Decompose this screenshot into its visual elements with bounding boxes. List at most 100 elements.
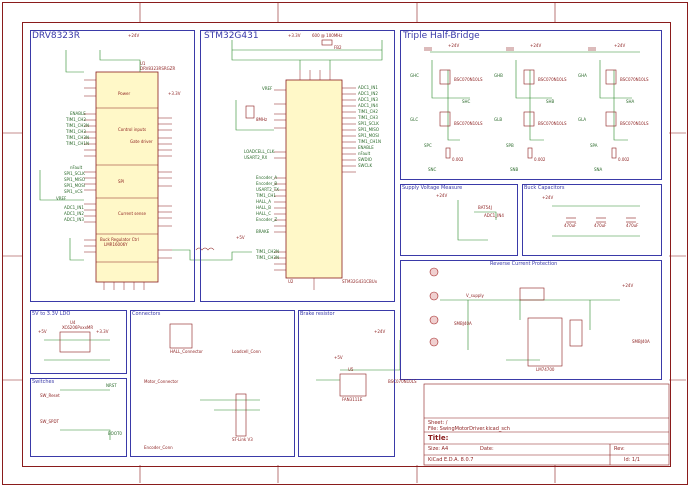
tb-rev: Rev:: [614, 446, 625, 452]
stm-net-enable: ENABLE: [358, 145, 374, 150]
stm32-ref: U2: [288, 279, 294, 284]
brake-resistor-block: [298, 310, 395, 457]
drv-spi: SPI: [118, 179, 125, 184]
ferrite-freq: 600 @ 100MHz: [312, 33, 343, 38]
fet-q4: BSC070N10LS: [454, 121, 483, 126]
drv-power: Power: [118, 91, 131, 96]
supply-24v-vmeas: +24V: [436, 193, 448, 198]
drv-buck: Buck Regulator Ctrl: [100, 237, 139, 242]
net-glb: GLB: [494, 117, 503, 122]
net-spc: SPC: [424, 143, 432, 148]
vmeas-zener: BAT54J: [478, 205, 492, 210]
vmeas-adc4: ADC1_IN4: [484, 213, 504, 218]
stm-net-hall-b: HALL_B: [256, 205, 271, 210]
switches-title: Switches: [32, 379, 55, 385]
net-ghc: GHC: [410, 73, 419, 78]
drv-ic-name: DRV8323RSRGZR: [140, 66, 176, 71]
switches-block: [30, 378, 127, 457]
fet-q3: BSC070N10LS: [620, 77, 649, 82]
drv-net-sclk: SPI1_SCLK: [64, 171, 85, 176]
net-shc: SHC: [462, 99, 471, 104]
stm-net-enc-b: Encoder_B: [256, 181, 278, 186]
tb-sheet: Sheet: /: [428, 420, 448, 426]
drv-net-ncs: SPI1_nCS: [64, 189, 83, 194]
fet-q6: BSC070N10LS: [620, 121, 649, 126]
drv-net-nfault: nFault: [70, 165, 83, 170]
supply-24v-brake: +24V: [374, 329, 386, 334]
shunt-a: 0.002: [618, 157, 630, 162]
drv-net-vref: VREF: [56, 196, 67, 201]
switch-nrst: NRST: [106, 383, 117, 388]
tb-title: Title:: [428, 434, 449, 442]
stm-net-mosi: SPI1_MOSI: [358, 133, 379, 138]
fet-q5: BSC070N10LS: [538, 121, 567, 126]
supply-24v-bridge-1: +24V: [448, 43, 460, 48]
conn-enc: Encoder_Conn: [144, 445, 173, 450]
supply-5v-drv: +5V: [236, 235, 245, 240]
connectors-block: [130, 310, 295, 457]
stm-net-hall-c: HALL_C: [256, 211, 271, 216]
stm-net-sclk: SPI1_SCLK: [358, 121, 379, 126]
drv8323-block: [30, 30, 195, 302]
vmeas-title: Supply Voltage Measure: [402, 185, 463, 191]
bridge-title: Triple Half-Bridge: [403, 31, 480, 41]
net-sha: SHA: [626, 99, 635, 104]
connectors-title: Connectors: [132, 311, 161, 317]
net-gha: GHA: [578, 73, 587, 78]
buckcap-c12: 470uF: [594, 223, 607, 228]
tb-id: Id: 1/1: [624, 457, 640, 463]
tb-date: Date:: [480, 446, 494, 452]
net-shb: SHB: [546, 99, 555, 104]
drv-sense: Current sense: [118, 211, 146, 216]
net-spb: SPB: [506, 143, 514, 148]
drv-net-adc1: ADC1_IN1: [64, 205, 84, 210]
stm-net-vref: VREF: [262, 86, 273, 91]
drv-gate: Gate driver: [130, 139, 153, 144]
stm-net-tim2: TIM1_CH3: [358, 115, 378, 120]
stm-net-swdio: SWDIO: [358, 157, 372, 162]
buckcap-c13: 470uF: [626, 223, 639, 228]
reverse-protection-block: [400, 260, 662, 380]
rcp-title: Reverse Current Protection: [490, 261, 558, 267]
drv-net-tim1n: TIM1_CH2N: [66, 123, 89, 128]
rcp-ic: LM74700: [536, 367, 555, 372]
stm-net-loadcell-clk: USART2_RX: [244, 155, 268, 160]
shunt-b: 0.002: [534, 157, 546, 162]
stm-net-loadcell-din: LOADCELL_CLK: [244, 149, 275, 154]
rcp-diode-r: SMBJ40A: [632, 339, 650, 344]
supply-33v-drv: +3.3V: [168, 91, 181, 96]
rcp-net: V_supply: [466, 293, 484, 298]
stm-net-miso: SPI1_MISO: [358, 127, 379, 132]
fet-q2: BSC070N10LS: [538, 77, 567, 82]
drv-net-tim1: TIM1_CH2: [66, 117, 86, 122]
switch-boot: BOOT0: [108, 431, 122, 436]
supply-24v-bridge-3: +24V: [614, 43, 626, 48]
half-bridge-block: [400, 30, 662, 180]
net-ghb: GHB: [494, 73, 503, 78]
stm-net-adc3: ADC1_IN3: [358, 97, 378, 102]
brake-ref: U5: [348, 367, 354, 372]
net-sna: SNA: [594, 167, 603, 172]
buckcap-c15: 470uF: [564, 223, 577, 228]
net-snb: SNB: [510, 167, 519, 172]
stm-net-adc4: ADC1_IN4: [358, 103, 378, 108]
stm-net-adc2: ADC1_IN2: [358, 91, 378, 96]
brake-title: Brake resistor: [300, 311, 335, 317]
switch-sw2: SW_Reset: [40, 393, 60, 398]
tb-file: File: SwingMotorDriver.kicad_sch: [428, 426, 510, 432]
rcp-diode-l: SMBJ40A: [454, 321, 472, 326]
conn-hall: HALL_Connector: [170, 349, 203, 354]
stm-net-hall-a: HALL_A: [256, 199, 271, 204]
stm32-block: [200, 30, 395, 302]
drv-net-tim3: TIM1_CH1N: [66, 141, 89, 146]
net-spa: SPA: [590, 143, 598, 148]
brake-fet: BSC070N10LS: [388, 379, 417, 384]
stm-net-nfault: nFault: [358, 151, 371, 156]
supply-5v-brake: +5V: [334, 355, 343, 360]
stm-net-tim2n: TIM1_CH3N: [256, 255, 279, 260]
supply-24v-buckcap: +24V: [542, 195, 554, 200]
drv-net-mosi: SPI1_MOSI: [64, 183, 85, 188]
drv-net-adc3: ADC1_IN3: [64, 217, 84, 222]
